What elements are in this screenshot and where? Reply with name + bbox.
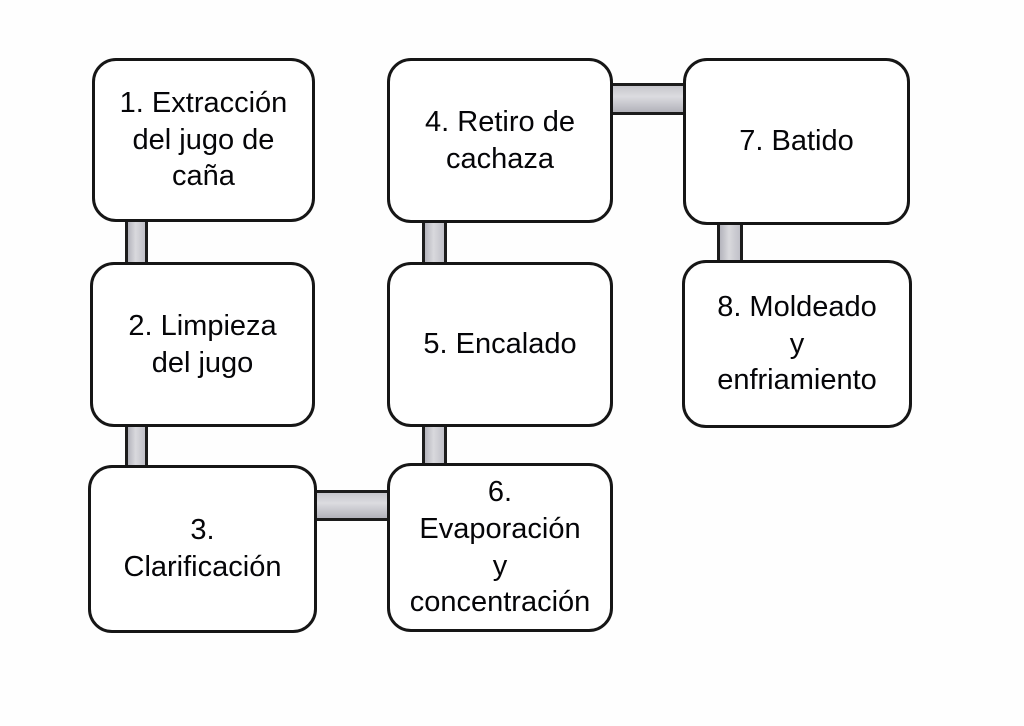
connector-step4-step7 xyxy=(603,83,693,115)
connector-step3-step6 xyxy=(305,490,397,521)
connector-step1-step2 xyxy=(125,212,148,272)
step-label-8: 8. Moldeado y enfriamiento xyxy=(717,291,877,397)
step-label-3: 3. Clarificación xyxy=(123,514,282,583)
step-label-7: 7. Batido xyxy=(739,125,854,158)
step-box-1: 1. Extracción del jugo de caña xyxy=(92,58,315,222)
step-box-7: 7. Batido xyxy=(683,58,910,225)
step-box-4: 4. Retiro de cachaza xyxy=(387,58,613,223)
step-box-2: 2. Limpieza del jugo xyxy=(90,262,315,427)
connector-step2-step3 xyxy=(125,417,148,475)
step-box-6: 6. Evaporación y concentración xyxy=(387,463,613,632)
step-label-4: 4. Retiro de cachaza xyxy=(425,105,575,175)
step-label-2: 2. Limpieza del jugo xyxy=(128,309,277,379)
step-box-8: 8. Moldeado y enfriamiento xyxy=(682,260,912,428)
step-label-5: 5. Encalado xyxy=(423,328,577,361)
step-label-1: 1. Extracción del jugo de caña xyxy=(119,87,288,193)
step-box-5: 5. Encalado xyxy=(387,262,613,427)
step-label-6: 6. Evaporación y concentración xyxy=(409,476,591,619)
step-box-3: 3. Clarificación xyxy=(88,465,317,633)
